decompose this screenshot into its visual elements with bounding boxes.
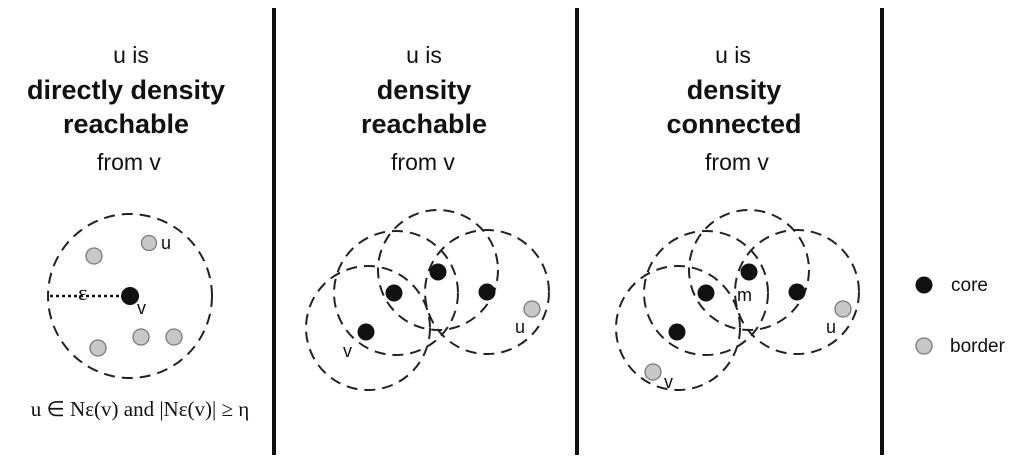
neighborhood-circle (333, 230, 459, 356)
border-point (132, 328, 150, 346)
panel-3-line2: density (687, 75, 782, 105)
border-point-u (834, 300, 852, 318)
border-point (165, 328, 183, 346)
panel-1-line4: from v (97, 149, 161, 175)
neighborhood-circle (615, 265, 741, 391)
panel-1-line3: reachable (63, 109, 189, 139)
core-point (668, 323, 686, 341)
neighborhood-circle (643, 230, 769, 356)
panel-1-line1: u is (113, 42, 149, 68)
neighborhood-circle (424, 229, 550, 355)
core-point (429, 263, 447, 281)
core-point (788, 283, 806, 301)
panel-2-line1: u is (406, 42, 442, 68)
panel-directly-density-reachable: u is directly density reachable from v ε… (27, 42, 249, 421)
core-point-m (740, 263, 758, 281)
label-m: m (737, 285, 752, 305)
core-point (697, 284, 715, 302)
legend: core border (915, 275, 1006, 357)
core-point (478, 283, 496, 301)
border-point-u (523, 300, 541, 318)
neighborhood-circle (734, 229, 860, 355)
border-point (89, 339, 107, 357)
panel-density-connected: u is density connected from v v m u (615, 42, 860, 392)
legend-core-marker (915, 276, 933, 294)
formula: u ∈ Nε(v) and |Nε(v)| ≥ η (31, 397, 249, 421)
core-point (385, 284, 403, 302)
core-point-v (121, 287, 139, 305)
border-point (85, 247, 103, 265)
panel-density-reachable: u is density reachable from v v u (305, 42, 550, 391)
border-point-u (140, 234, 158, 252)
legend-border-label: border (950, 336, 1006, 357)
panel-1-line2: directly density (27, 75, 225, 105)
core-point-v (357, 323, 375, 341)
panel-3-line3: connected (666, 109, 801, 139)
label-v: v (343, 341, 352, 361)
panel-2-line3: reachable (361, 109, 487, 139)
panel-2-line2: density (377, 75, 472, 105)
epsilon-neighborhood (47, 213, 213, 379)
epsilon-label: ε (78, 280, 87, 305)
label-u: u (161, 233, 171, 253)
panel-3-line4: from v (705, 149, 769, 175)
label-u: u (826, 317, 836, 337)
legend-border-marker (915, 337, 933, 355)
neighborhood-circle (305, 265, 431, 391)
border-point-v (644, 363, 662, 381)
label-u: u (515, 317, 525, 337)
panel-2-line4: from v (391, 149, 455, 175)
label-v: v (137, 298, 146, 318)
panel-3-line1: u is (715, 42, 751, 68)
label-v: v (664, 372, 673, 392)
legend-core-label: core (951, 275, 988, 296)
